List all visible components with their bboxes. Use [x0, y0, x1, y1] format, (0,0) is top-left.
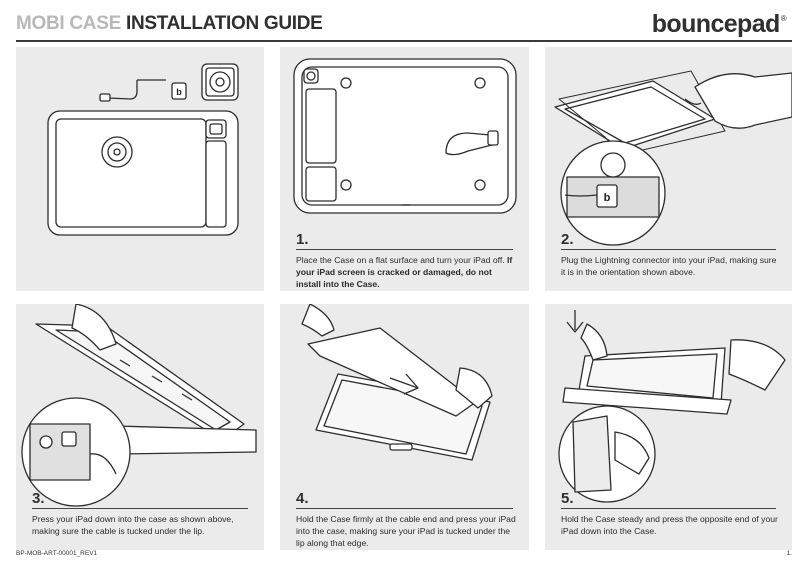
- panel-overview: b: [16, 47, 264, 291]
- step-number: 3.: [32, 490, 45, 507]
- step-rule: [296, 508, 513, 509]
- title-guide: INSTALLATION GUIDE: [125, 13, 323, 34]
- brand-name: bouncepad: [651, 10, 781, 38]
- panel-step-4: 4. Hold the Case firmly at the cable end…: [280, 304, 529, 550]
- header-rule: [16, 40, 792, 42]
- step-warning: If your iPad screen is cracked or damage…: [296, 255, 513, 289]
- case-flat-illustration: [293, 58, 517, 214]
- badge-b-icon: b: [604, 192, 611, 204]
- step-rule: [561, 249, 776, 250]
- step-description: Press your iPad down into the case as sh…: [32, 514, 234, 536]
- panel-step-5: 5. Hold the Case steady and press the op…: [545, 304, 792, 550]
- step-number: 4.: [296, 490, 309, 507]
- step-description: Plug the Lightning connector into your i…: [561, 255, 777, 277]
- step-rule: [32, 508, 248, 509]
- step-rule: [296, 249, 513, 250]
- step-description: Hold the Case steady and press the oppos…: [561, 514, 778, 536]
- title-product: MOBI CASE: [16, 13, 121, 34]
- plug-connector-illustration: b: [554, 70, 792, 246]
- step-text: Place the Case on a flat surface and tur…: [296, 255, 505, 265]
- step-number: 2.: [561, 231, 574, 248]
- document-reference: BP-MOB-ART-00001_REV1: [16, 550, 98, 557]
- case-overview-illustration: b: [47, 63, 239, 236]
- brand-logo: bouncepad®: [651, 10, 787, 39]
- guide-title: MOBI CASE INSTALLATION GUIDE: [16, 13, 323, 35]
- panel-step-3: 3. Press your iPad down into the case as…: [16, 304, 264, 550]
- step-description: Hold the Case firmly at the cable end an…: [296, 514, 516, 548]
- panel-step-1: 1. Place the Case on a flat surface and …: [280, 47, 529, 291]
- tuck-ipad-illustration: [301, 304, 493, 461]
- page-number: 1.: [786, 550, 792, 557]
- panel-step-2: b 2. Plug the Lightning connector into y…: [545, 47, 792, 291]
- press-opposite-end-illustration: [558, 310, 786, 503]
- step-rule: [561, 508, 776, 509]
- badge-b-icon: b: [176, 87, 182, 97]
- step-description: Place the Case on a flat surface and tur…: [296, 254, 516, 290]
- step-number: 5.: [561, 490, 574, 507]
- step-number: 1.: [296, 231, 309, 248]
- registered-mark: ®: [780, 14, 787, 23]
- press-ipad-illustration: [21, 304, 257, 507]
